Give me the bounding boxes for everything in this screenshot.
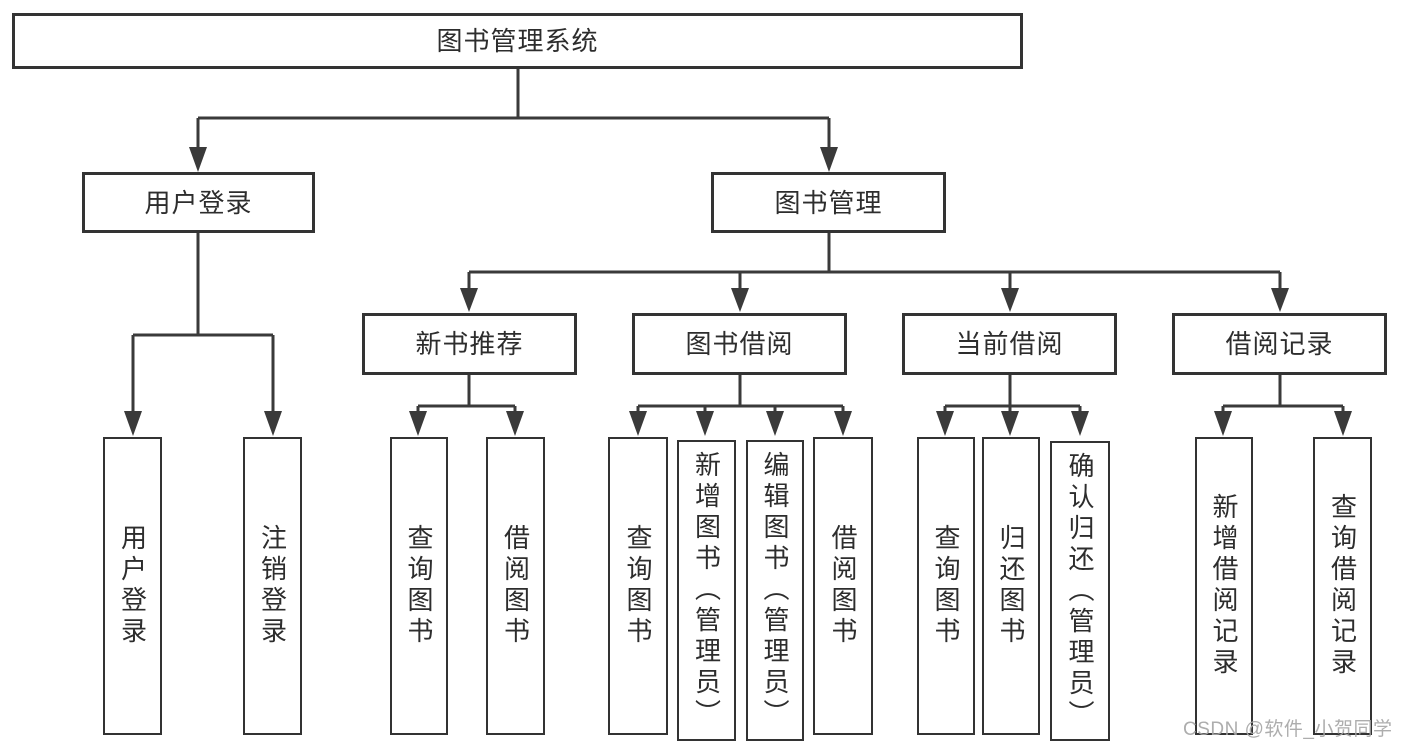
leaf-query-books-borrow: 查询图书	[608, 437, 668, 735]
edge-newbook-to-leaves	[416, 375, 517, 416]
leaf-borrow-books-borrow: 借阅图书	[813, 437, 873, 735]
leaf-logout: 注销登录	[243, 437, 302, 735]
watermark: CSDN @软件_小贺同学	[1183, 719, 1393, 740]
leaf-edit-book-admin: 编辑图书（管理员）	[746, 440, 804, 741]
edge-currentborrow-to-leaves	[943, 375, 1082, 416]
node-book-management: 图书管理	[711, 172, 946, 233]
node-new-book-recommend: 新书推荐	[362, 313, 577, 375]
leaf-add-borrow-record: 新增借阅记录	[1195, 437, 1253, 735]
edge-userlogin-to-leaves	[131, 233, 275, 416]
leaf-user-login: 用户登录	[103, 437, 162, 735]
leaf-query-borrow-record: 查询借阅记录	[1313, 437, 1372, 735]
node-book-borrow: 图书借阅	[632, 313, 847, 375]
node-current-borrow: 当前借阅	[902, 313, 1117, 375]
leaf-add-book-admin: 新增图书（管理员）	[677, 440, 736, 741]
node-root: 图书管理系统	[12, 13, 1023, 69]
leaf-return-book: 归还图书	[982, 437, 1040, 735]
leaf-query-books-current: 查询图书	[917, 437, 975, 735]
node-user-login: 用户登录	[82, 172, 315, 233]
edge-borrowrecords-to-leaves	[1221, 375, 1345, 416]
node-borrow-records: 借阅记录	[1172, 313, 1387, 375]
edge-bookmgmt-to-level3	[467, 233, 1282, 292]
edge-bookborrow-to-leaves	[636, 375, 845, 416]
leaf-query-books-recommend: 查询图书	[390, 437, 448, 735]
edge-root-to-level2	[196, 69, 831, 152]
leaf-confirm-return-admin: 确认归还（管理员）	[1050, 441, 1110, 741]
leaf-borrow-books-recommend: 借阅图书	[486, 437, 545, 735]
